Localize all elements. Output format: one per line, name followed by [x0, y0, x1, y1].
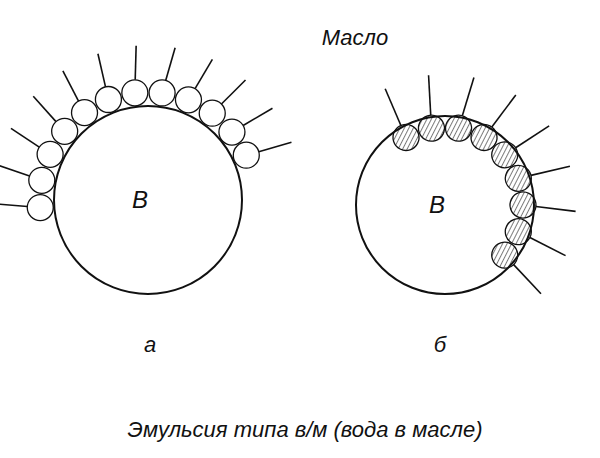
- medium-label: Масло: [322, 25, 388, 51]
- water-droplet: В: [53, 105, 243, 295]
- emulsifier-molecules-a: [0, 46, 291, 221]
- droplet-label: В: [429, 191, 445, 219]
- panel-letter: б: [434, 332, 446, 358]
- droplet-label: В: [132, 186, 148, 214]
- panel-letter: а: [144, 332, 156, 358]
- water-droplet: В: [355, 115, 535, 295]
- droplet-outline: [355, 115, 535, 295]
- figure-caption: Эмульсия типа в/м (вода в масле): [128, 417, 483, 443]
- emulsifier-molecules-b: [377, 42, 600, 323]
- droplet-outline: [53, 105, 243, 295]
